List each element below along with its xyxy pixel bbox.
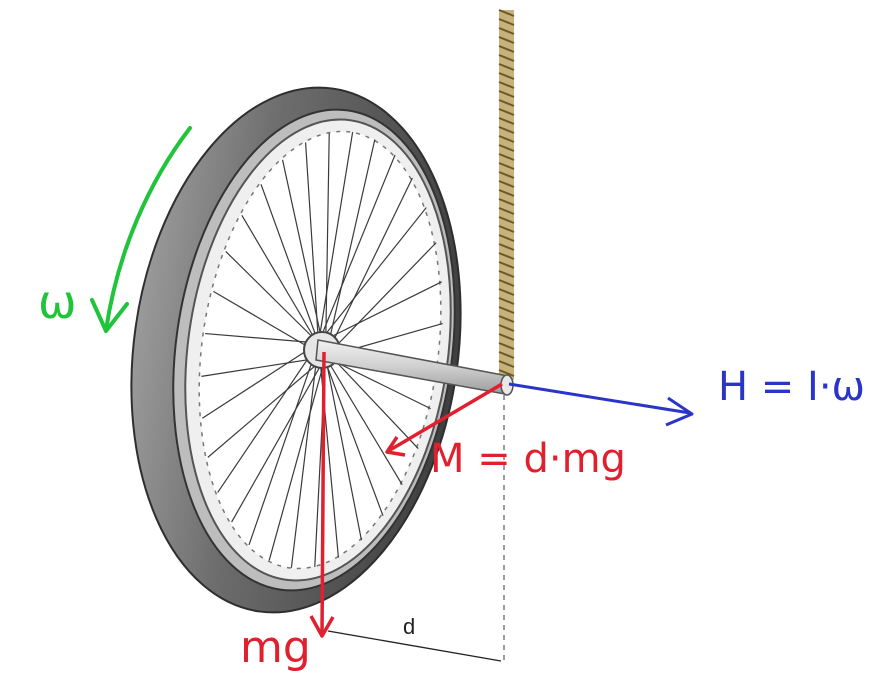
spoke: [304, 142, 320, 344]
spoke: [248, 342, 320, 546]
distance-line: [327, 630, 502, 662]
spoke: [241, 215, 327, 358]
spoke: [202, 342, 319, 419]
spoke: [324, 177, 413, 358]
weight-label: mg: [240, 622, 311, 673]
spoke: [324, 139, 376, 358]
spoke: [324, 356, 363, 541]
spoke: [231, 356, 327, 523]
spoke: [317, 132, 354, 344]
rope: [498, 9, 515, 380]
spoke: [317, 342, 340, 558]
angular-momentum-arrow: [508, 382, 694, 427]
omega-arrow: [90, 126, 192, 333]
torque-arrow: [385, 382, 503, 457]
spoke: [201, 356, 326, 377]
spoke: [318, 281, 442, 344]
weight-arrow: [309, 351, 335, 638]
spoke: [281, 159, 327, 358]
distance-label: d: [403, 614, 415, 639]
spoke: [324, 356, 403, 485]
spoke: [318, 207, 427, 344]
spoke: [225, 251, 319, 344]
spoke: [217, 342, 319, 493]
spoke: [317, 154, 396, 344]
spoke: [268, 356, 327, 561]
bicycle-wheel: [130, 86, 462, 614]
spoke: [325, 242, 437, 358]
torque-label: M = d·mg: [430, 436, 626, 482]
angular-momentum-label: H = I·ω: [718, 364, 865, 410]
spoke: [207, 356, 326, 458]
spoke: [317, 342, 384, 516]
spoke: [324, 133, 330, 358]
spoke: [290, 342, 320, 568]
spoke: [260, 184, 320, 344]
omega-label: ω: [38, 275, 77, 329]
